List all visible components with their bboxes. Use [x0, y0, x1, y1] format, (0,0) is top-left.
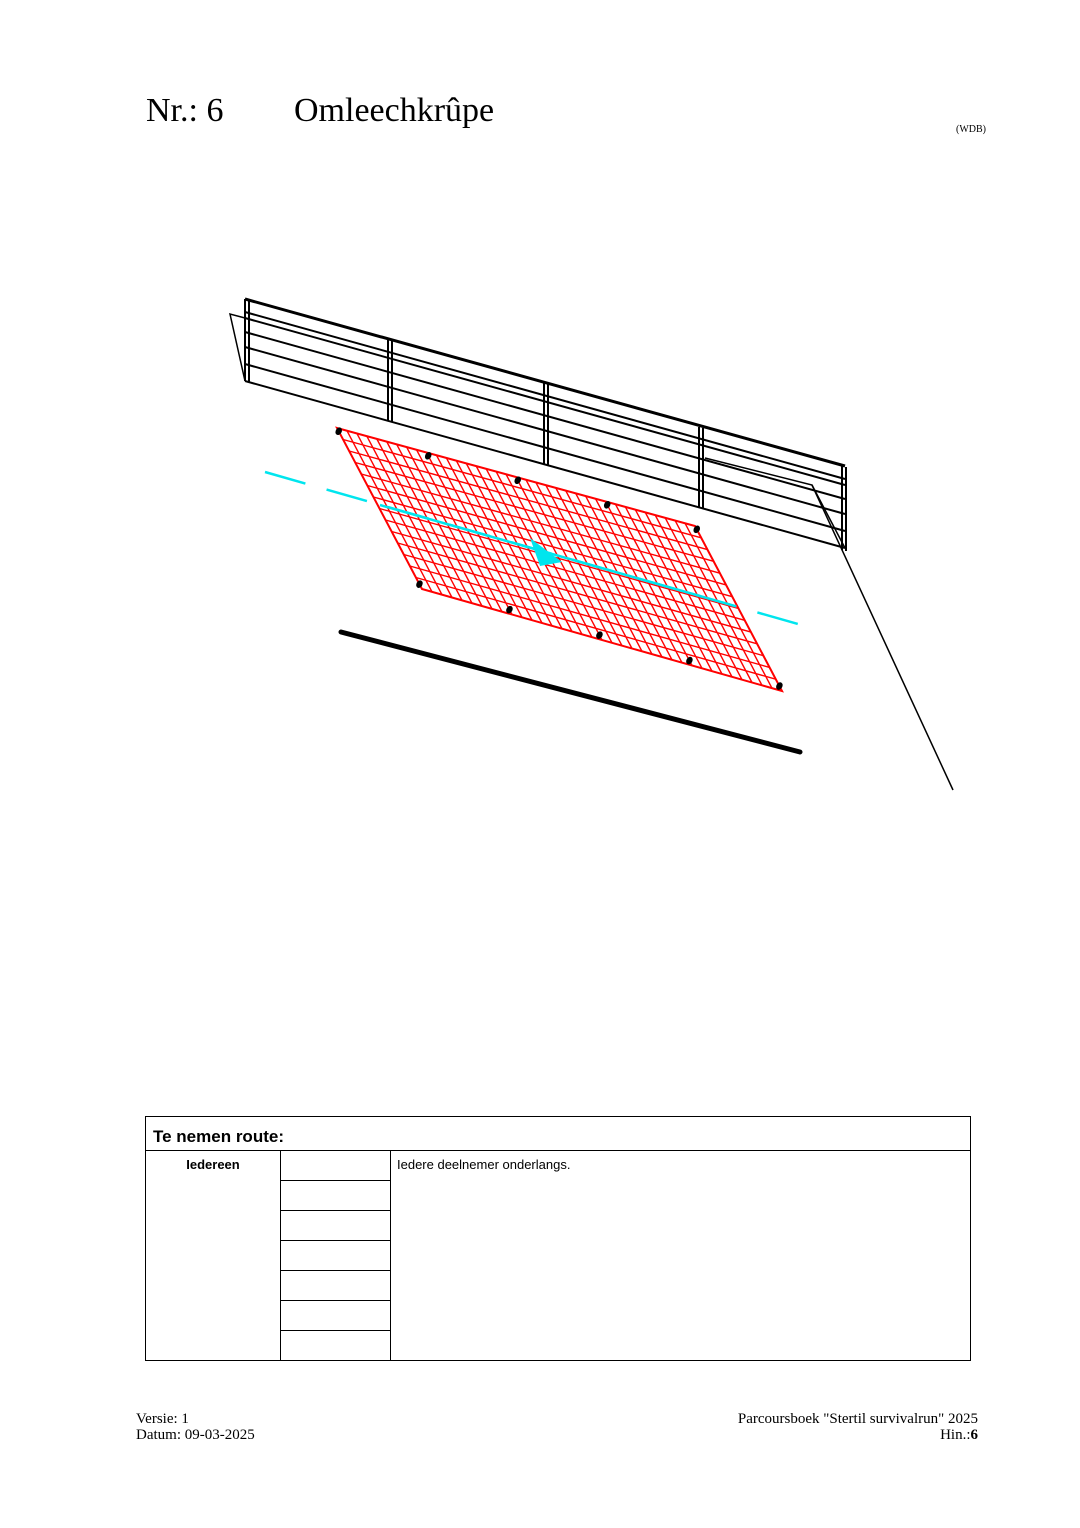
route-who: Iedereen [146, 1151, 281, 1360]
net-clip [335, 427, 342, 435]
net-mesh-line [355, 461, 714, 563]
date-value: 09-03-2025 [184, 1427, 255, 1443]
net-clips [335, 427, 783, 690]
guy-line [811, 484, 954, 791]
footer-book-block: Parcoursboek "Stertil survivalrun" 2025 … [738, 1411, 978, 1443]
ground-bar [338, 629, 803, 755]
right-brace [704, 457, 846, 549]
net-mesh-line [385, 519, 745, 621]
version-value: 1 [181, 1411, 189, 1427]
obstacle-drawing [228, 297, 954, 791]
route-check-box [281, 1241, 390, 1271]
route-description: Iedere deelnemer onderlangs. [397, 1157, 571, 1172]
net-mesh-line [409, 565, 770, 669]
net-clip [596, 631, 603, 639]
obstacle-number: Nr.: 6 [146, 92, 224, 129]
route-check-box [281, 1211, 390, 1241]
author-code: (WDB) [956, 124, 986, 135]
hint-value: 6 [970, 1427, 979, 1443]
net-mesh-line [342, 438, 702, 539]
date-label: Datum: [136, 1427, 181, 1443]
net-clip [686, 656, 693, 665]
net-grid [342, 430, 776, 689]
version-label: Versie: [136, 1411, 178, 1427]
net-mesh-line [379, 507, 739, 610]
net-mesh-line [415, 576, 776, 680]
net-mesh-line [391, 530, 752, 633]
net-clip [603, 501, 611, 509]
net [335, 426, 784, 693]
net-mesh-line [361, 473, 721, 574]
route-line [264, 470, 813, 630]
hint-label: Hin.: [940, 1427, 971, 1443]
route-check-box [281, 1301, 390, 1331]
net-clip [416, 580, 423, 588]
route-check-box [281, 1151, 390, 1181]
route-check-box [281, 1271, 390, 1301]
net-mesh-line [348, 450, 708, 551]
route-check-box [281, 1331, 390, 1361]
footer-version-block: Versie: 1 Datum: 09-03-2025 [136, 1411, 255, 1443]
net-mesh-line [367, 484, 727, 586]
route-check-column [281, 1151, 391, 1360]
net-mesh-line [403, 553, 764, 657]
obstacle-name: Omleechkrûpe [294, 92, 495, 129]
route-title: Te nemen route: [146, 1117, 970, 1151]
route-check-box [281, 1181, 390, 1211]
net-clip [514, 476, 521, 485]
net-clip [693, 525, 701, 534]
route-table: Te nemen route: Iedereen Iedere deelneme… [145, 1116, 971, 1361]
book-title: Parcoursboek "Stertil survivalrun" 2025 [737, 1411, 978, 1427]
left-brace [228, 312, 246, 382]
net-mesh-line [397, 542, 758, 645]
net-clip [506, 605, 513, 614]
route-row: Iedereen Iedere deelnemer onderlangs. [146, 1151, 970, 1360]
net-clip [776, 682, 783, 690]
net-clip [424, 451, 432, 460]
route-arrow [530, 538, 562, 566]
railing-frame [228, 297, 954, 791]
net-mesh-line [373, 496, 733, 598]
top-rail [244, 297, 846, 468]
